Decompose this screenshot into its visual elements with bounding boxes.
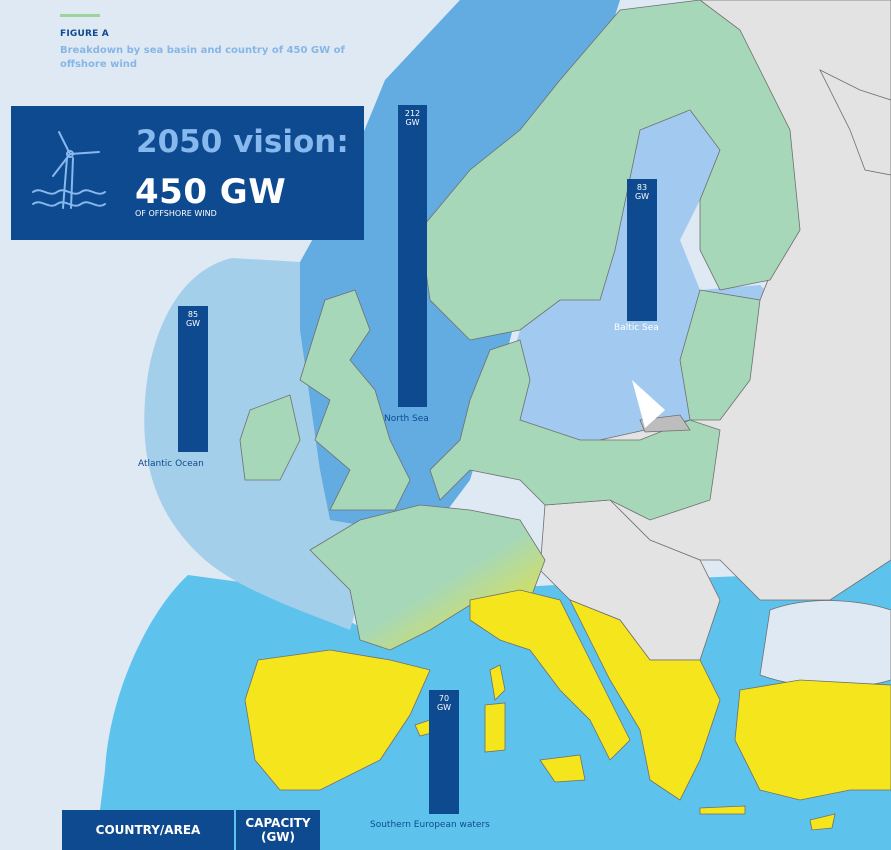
label-atlantic-ocean: Atlantic Ocean xyxy=(138,459,204,469)
great-britain-land xyxy=(299,289,411,511)
turkey-land xyxy=(734,679,891,801)
iberia-land xyxy=(244,649,431,791)
ireland-land xyxy=(239,394,301,481)
greenland-coast xyxy=(819,69,891,176)
bar-value-atlantic-ocean: 85 GW xyxy=(185,310,201,328)
bar-baltic-sea: 83 GW xyxy=(627,179,657,321)
balkans-land xyxy=(569,599,721,801)
baltic-pointer xyxy=(632,380,665,428)
bar-value-north-sea: 212 GW xyxy=(404,109,421,127)
italy-land xyxy=(469,589,631,761)
vision-box: 2050 vision: 450 GW OF OFFSHORE WIND xyxy=(11,106,364,240)
black-sea xyxy=(759,600,891,688)
label-southern-waters: Southern European waters xyxy=(370,820,490,830)
bar-north-sea: 212 GW xyxy=(398,105,427,407)
baltic-states-land xyxy=(679,289,761,421)
label-baltic-sea: Baltic Sea xyxy=(614,323,659,333)
bar-atlantic-ocean: 85 GW xyxy=(178,306,208,452)
label-north-sea: North Sea xyxy=(384,414,429,424)
bar-value-southern-waters: 70 GW xyxy=(436,694,452,712)
bar-value-baltic-sea: 83 GW xyxy=(634,183,650,201)
vision-title: 2050 vision: xyxy=(136,124,349,160)
crete-land xyxy=(699,805,746,815)
figure-subtitle: Breakdown by sea basin and country of 45… xyxy=(60,45,345,70)
sicily-land xyxy=(539,754,586,783)
bar-southern-waters: 70 GW xyxy=(429,690,459,814)
figure-label: FIGURE A xyxy=(60,29,109,39)
corsica-sardinia-land xyxy=(484,664,506,753)
figure-rule xyxy=(60,14,100,17)
vision-caption: OF OFFSHORE WIND xyxy=(135,209,217,218)
central-north-land xyxy=(429,339,721,521)
vision-value: 450 GW xyxy=(135,172,287,212)
cyprus-land xyxy=(809,813,836,831)
table-header-country: COUNTRY/AREA xyxy=(62,810,234,850)
table-header-capacity: CAPACITY (GW) xyxy=(236,810,320,850)
wind-turbine-icon xyxy=(32,131,106,209)
